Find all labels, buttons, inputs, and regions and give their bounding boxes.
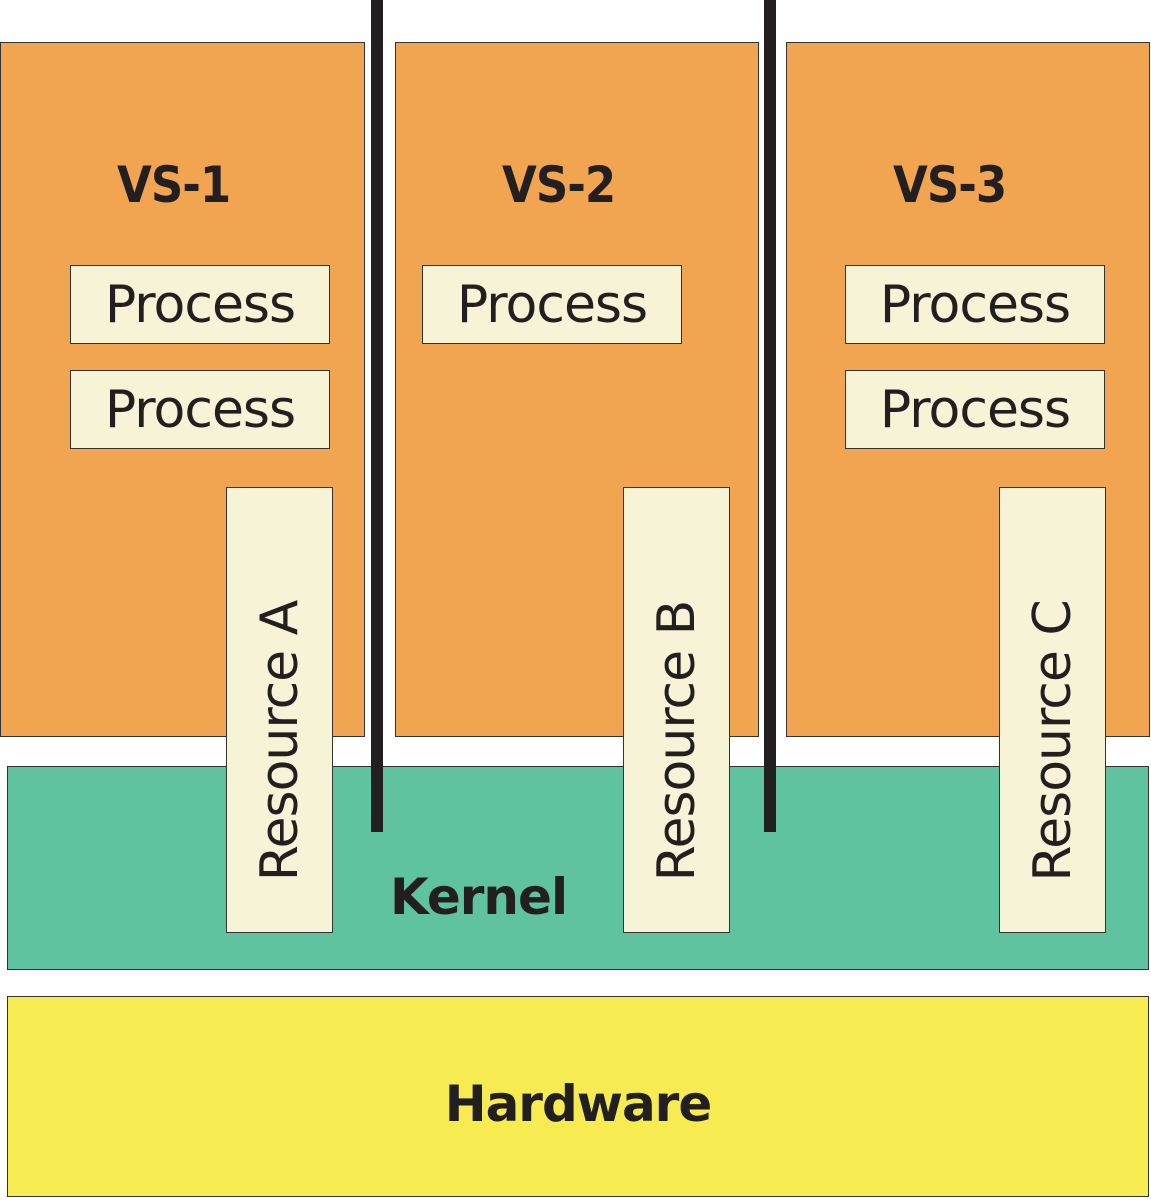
vs-2-process-1: Process (422, 265, 682, 344)
resource-c-label: Resource C (1022, 600, 1083, 882)
resource-a-label: Resource A (249, 600, 310, 882)
vs-1-title: VS-1 (117, 156, 231, 214)
kernel-layer (7, 766, 1149, 970)
resource-b: Resource B (623, 487, 730, 933)
resource-c: Resource C (999, 487, 1106, 933)
vs-3-process-2: Process (845, 370, 1105, 449)
resource-a: Resource A (226, 487, 333, 933)
vs-1-process-1: Process (70, 265, 330, 344)
isolation-divider-1 (371, 0, 383, 832)
isolation-divider-2 (764, 0, 776, 832)
hardware-label: Hardware (444, 1074, 713, 1133)
hardware-layer: Hardware (7, 996, 1149, 1197)
vs-3-process-1: Process (845, 265, 1105, 344)
resource-b-label: Resource B (646, 600, 707, 882)
vs-3-title: VS-3 (893, 156, 1007, 214)
vs-1-process-2: Process (70, 370, 330, 449)
kernel-label: Kernel (390, 868, 568, 926)
vs-2-title: VS-2 (502, 156, 616, 214)
